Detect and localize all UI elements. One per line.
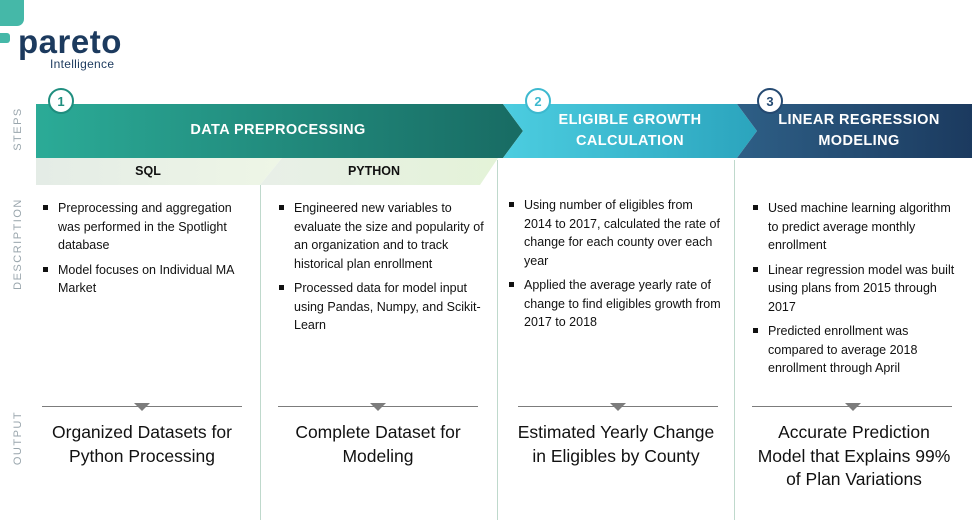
step-3-banner <box>737 104 972 158</box>
output-line: Modeling <box>342 445 414 466</box>
output-line: Complete Dataset for <box>295 422 461 442</box>
logo-dot-icon <box>0 33 10 43</box>
step-3-title-line2: MODELING <box>818 133 900 149</box>
column-divider <box>260 185 261 520</box>
list-item: Used machine learning algorithm to predi… <box>752 199 958 255</box>
growth-output: Estimated Yearly Change in Eligibles by … <box>500 421 732 468</box>
column-divider <box>734 160 735 520</box>
sql-output: Organized Datasets for Python Processing <box>36 421 248 468</box>
python-subheader-bg <box>260 158 498 185</box>
list-item: Applied the average yearly rate of chang… <box>508 276 722 332</box>
logo-mark-icon <box>0 0 24 26</box>
growth-description: Using number of eligibles from 2014 to 2… <box>508 196 722 338</box>
sql-subheader-bg <box>36 158 282 185</box>
sql-subheader: SQL <box>135 164 161 178</box>
sql-description: Preprocessing and aggregation was perfor… <box>42 199 254 304</box>
step-3-title-line1: LINEAR REGRESSION <box>778 112 940 128</box>
step-3-number: 3 <box>757 88 783 114</box>
side-label-description: DESCRIPTION <box>12 198 24 290</box>
column-divider <box>497 160 498 520</box>
output-line: Model that Explains 99% <box>757 445 951 466</box>
python-subheader: PYTHON <box>347 164 401 178</box>
list-item: Predicted enrollment was compared to ave… <box>752 322 958 378</box>
step-1-banner <box>36 104 523 158</box>
step-1-title: DATA PREPROCESSING <box>190 122 366 138</box>
python-output: Complete Dataset for Modeling <box>262 421 494 468</box>
arrow-down-icon <box>134 403 150 411</box>
list-item: Model focuses on Individual MA Market <box>42 261 254 298</box>
step-3-title: LINEAR REGRESSION MODELING <box>748 110 970 152</box>
step-2-number: 2 <box>525 88 551 114</box>
output-line: Accurate Prediction <box>778 422 930 442</box>
step-2-title-line2: CALCULATION <box>575 133 685 149</box>
step-2-title: ELIGIBLE GROWTH CALCULATION <box>515 110 745 152</box>
step-2-banner <box>503 104 757 158</box>
arrow-down-icon <box>610 403 626 411</box>
regression-output: Accurate Prediction Model that Explains … <box>738 421 970 492</box>
logo-subtitle: Intelligence <box>50 57 115 71</box>
arrow-down-icon <box>370 403 386 411</box>
step-2-title-line1: ELIGIBLE GROWTH <box>558 112 702 128</box>
arrow-down-icon <box>845 403 861 411</box>
python-description: Engineered new variables to evaluate the… <box>278 199 492 341</box>
output-line: of Plan Variations <box>786 469 922 489</box>
output-line: Python Processing <box>69 445 215 466</box>
output-line: in Eligibles by County <box>532 445 700 466</box>
step-1-number: 1 <box>48 88 74 114</box>
regression-description: Used machine learning algorithm to predi… <box>752 199 958 384</box>
output-line: Organized Datasets for <box>52 422 232 442</box>
steps-banner <box>36 104 972 185</box>
list-item: Preprocessing and aggregation was perfor… <box>42 199 254 255</box>
list-item: Linear regression model was built using … <box>752 261 958 317</box>
list-item: Engineered new variables to evaluate the… <box>278 199 492 273</box>
side-label-output: OUTPUT <box>12 410 24 466</box>
list-item: Using number of eligibles from 2014 to 2… <box>508 196 722 270</box>
output-line: Estimated Yearly Change <box>517 422 715 442</box>
logo-wordmark: pareto <box>18 23 122 60</box>
list-item: Processed data for model input using Pan… <box>278 279 492 335</box>
